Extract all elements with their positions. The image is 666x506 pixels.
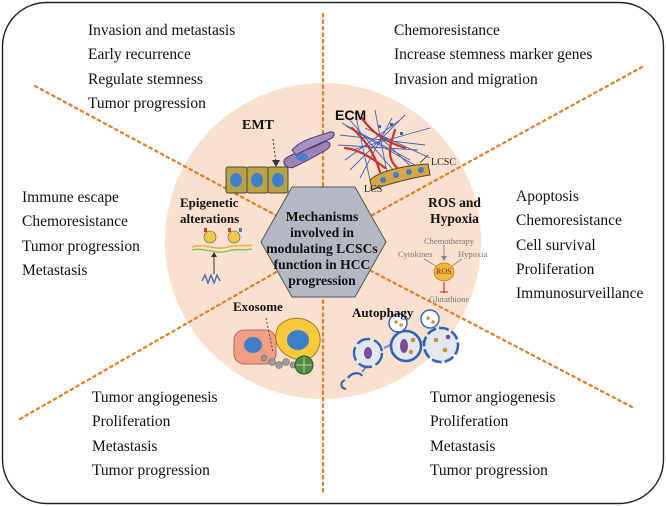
effect-item: Proliferation [92, 413, 171, 431]
epigenetic-label-line: Epigenetic [180, 195, 239, 210]
center-hexagon-label: Mechanisms involved in modulating LCSCs … [262, 209, 382, 289]
divider-lower-left [18, 261, 294, 421]
ros-hypoxia-label: ROS and Hypoxia [428, 195, 481, 227]
mesenchymal-cell [283, 141, 331, 169]
effect-item: Tumor progression [430, 461, 548, 479]
nucleosome [227, 230, 241, 244]
cytokines-annotation: Cytokines [398, 249, 433, 259]
effect-item: Increase stemness marker genes [394, 46, 593, 64]
emt-arrow [272, 138, 277, 164]
epigenetic-illustration [191, 228, 253, 285]
divider-lower-right [354, 261, 634, 409]
center-line: involved in [290, 225, 354, 240]
exosome-label: Exosome [233, 299, 283, 314]
ecm-effects-list: Chemoresistance Increase stemness marker… [394, 23, 592, 96]
autophagy-effects-list: Tumor angiogenesis Proliferation Metasta… [430, 390, 556, 487]
center-line: modulating LCSCs [266, 241, 378, 256]
epigenetic-effects-list: Immune escape Chemoresistance Tumor prog… [22, 190, 140, 287]
effect-item: Apoptosis [516, 188, 579, 205]
lysosome [420, 309, 440, 329]
effect-item: Tumor angiogenesis [430, 389, 556, 406]
ros-label-line: Hypoxia [430, 211, 479, 226]
effect-item: Chemoresistance [22, 213, 128, 231]
autophagy-label: Autophagy [352, 305, 414, 320]
hypoxia-annotation: Hypoxia [458, 249, 488, 259]
effect-item: Chemoresistance [516, 212, 622, 230]
ecm-label: ECM [335, 107, 367, 123]
chemotherapy-annotation: Chemotherapy [424, 236, 475, 246]
divider-upper-right [354, 65, 644, 226]
sector-dividers [18, 12, 644, 494]
effect-item: Tumor progression [22, 237, 140, 255]
effect-item: Early recurrence [88, 46, 191, 64]
center-line: function in HCC [273, 257, 371, 272]
effect-item: Immunosurveillance [516, 285, 644, 303]
exosome-vesicle [275, 361, 283, 369]
epigenetic-label-line: alterations [180, 211, 240, 226]
ecm-lcsc-annotation: LCSC [431, 157, 457, 168]
effect-item: Invasion and migration [394, 70, 538, 88]
epigenetic-label: Epigenetic alterations [180, 195, 239, 227]
ecm-illustration [337, 109, 431, 191]
effect-item: Cell survival [516, 236, 596, 254]
ecm-lcs-annotation: LCS [364, 184, 383, 195]
effect-item: Metastasis [22, 261, 88, 279]
exosome-vesicle [260, 354, 268, 362]
ros-molecule [433, 262, 455, 282]
lysosome [388, 313, 408, 333]
center-line: Mechanisms [285, 209, 359, 224]
emt-effects-list: Invasion and metastasis Early recurrence… [88, 23, 235, 120]
mesenchymal-cell [291, 131, 335, 156]
effect-item: Metastasis [430, 437, 496, 455]
divider-upper-left [33, 84, 294, 226]
center-hexagon [260, 186, 387, 298]
effect-item: Chemoresistance [394, 22, 500, 39]
center-line: progression [288, 273, 356, 288]
effect-item: Proliferation [430, 413, 509, 431]
autophagy-illustration [340, 309, 460, 390]
effect-item: Tumor angiogenesis [92, 389, 218, 406]
glutathione-annotation: Glutathione [429, 294, 470, 304]
effect-item: Tumor progression [88, 94, 206, 112]
ros-label-line: ROS and [428, 195, 481, 210]
exosome-effects-list: Tumor angiogenesis Proliferation Metasta… [92, 390, 218, 487]
ros-annotation: ROS [436, 267, 452, 276]
exosome-illustration [233, 317, 321, 375]
emt-label: EMT [242, 118, 274, 133]
ros-effects-list: Apoptosis Chemoresistance Cell survival … [516, 189, 643, 310]
stem-cell-row [369, 163, 431, 191]
effect-item: Invasion and metastasis [88, 22, 236, 39]
emt-illustration [225, 131, 335, 194]
effect-item: Proliferation [516, 260, 595, 278]
nucleosome [203, 230, 217, 244]
effect-item: Immune escape [22, 189, 119, 206]
ros-illustration [423, 245, 463, 293]
autolysosome [422, 326, 460, 364]
effect-item: Tumor progression [92, 461, 210, 479]
exosome-vesicle [268, 358, 276, 366]
exosome-vesicle [282, 358, 290, 366]
effect-item: Regulate stemness [88, 70, 203, 88]
effect-item: Metastasis [92, 437, 158, 455]
